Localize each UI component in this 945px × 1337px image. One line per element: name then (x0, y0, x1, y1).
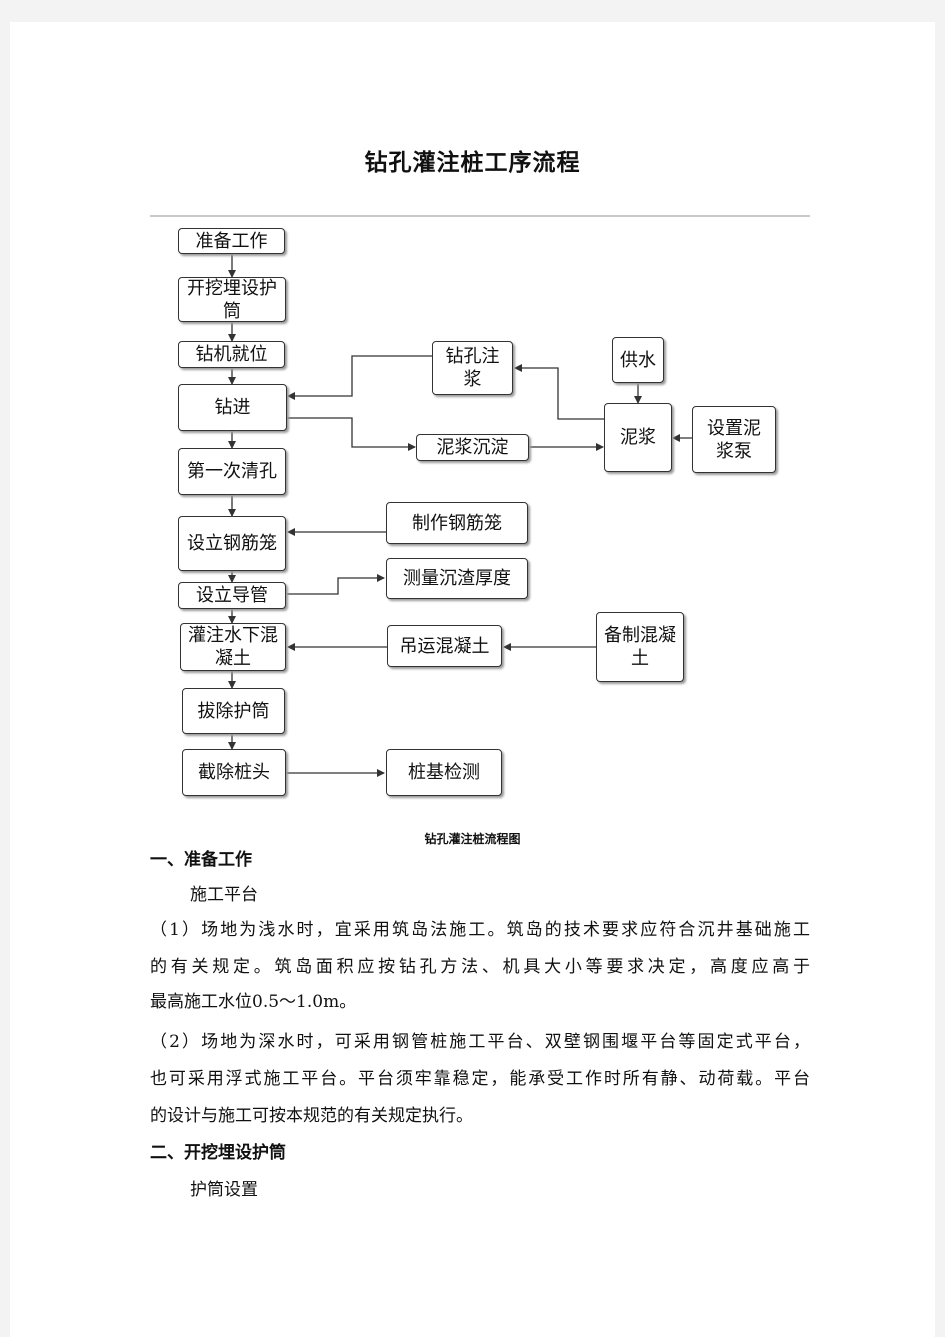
figure-caption: 钻孔灌注桩流程图 (424, 832, 521, 846)
arrow-mud-to-grout (514, 364, 604, 420)
paragraph-line: 最高施工水位0.5～1.0m。 (150, 992, 357, 1012)
step-remove-casing: 拔除护筒 (182, 688, 285, 734)
paragraph-line: 也可采用浮式施工平台。平台须牢靠稳定，能承受工作时所有静、动荷载。平台 (150, 1069, 810, 1089)
section-heading: 一、准备工作 (150, 850, 252, 870)
flowchart-connectors (228, 254, 692, 777)
step-casing-install: 开挖埋设护筒 (178, 277, 286, 322)
paragraph-line: （1）场地为浅水时，宜采用筑岛法施工。筑岛的技术要求应符合沉井基础施工 (150, 920, 810, 940)
step-pile-test: 桩基检测 (386, 749, 502, 796)
step-prep: 准备工作 (178, 228, 285, 254)
paragraph-line: 的有关规定。筑岛面积应按钻孔方法、机具大小等要求决定，高度应高于 (150, 957, 810, 977)
paragraph-line: （2）场地为深水时，可采用钢管桩施工平台、双壁钢围堰平台等固定式平台， (150, 1032, 810, 1052)
step-cage-make: 制作钢筋笼 (386, 502, 528, 544)
step-sedimentation: 泥浆沉淀 (416, 434, 529, 461)
step-drilling: 钻进 (178, 384, 287, 431)
step-lift-concrete: 吊运混凝土 (387, 625, 502, 667)
arrow-grout-to-drill (287, 355, 432, 400)
section-subheading: 施工平台 (190, 885, 258, 905)
step-rig-position: 钻机就位 (178, 341, 285, 368)
step-sediment-measure: 测量沉渣厚度 (386, 558, 528, 599)
step-prepare-concrete: 备制混凝土 (596, 612, 684, 682)
step-cut-pile-head: 截除桩头 (182, 749, 286, 796)
section-subheading: 护筒设置 (190, 1180, 258, 1200)
arrow-pipe-to-measure (287, 574, 385, 595)
step-pipe-set: 设立导管 (178, 582, 286, 609)
arrow-drill-to-sediment (287, 417, 416, 451)
step-first-clean: 第一次清孔 (178, 448, 286, 495)
title-divider (150, 215, 810, 217)
step-cage-set: 设立钢筋笼 (178, 516, 286, 571)
step-pour-concrete: 灌注水下混凝土 (180, 623, 286, 671)
document-page (10, 22, 935, 1337)
paragraph-line: 的设计与施工可按本规范的有关规定执行。 (150, 1106, 473, 1126)
step-water-supply: 供水 (612, 337, 664, 383)
document-title: 钻孔灌注桩工序流程 (364, 149, 581, 176)
step-mud: 泥浆 (604, 403, 672, 472)
step-mud-pump: 设置泥浆泵 (692, 406, 776, 473)
section-heading: 二、开挖埋设护筒 (150, 1143, 286, 1163)
step-grouting: 钻孔注浆 (432, 341, 513, 395)
